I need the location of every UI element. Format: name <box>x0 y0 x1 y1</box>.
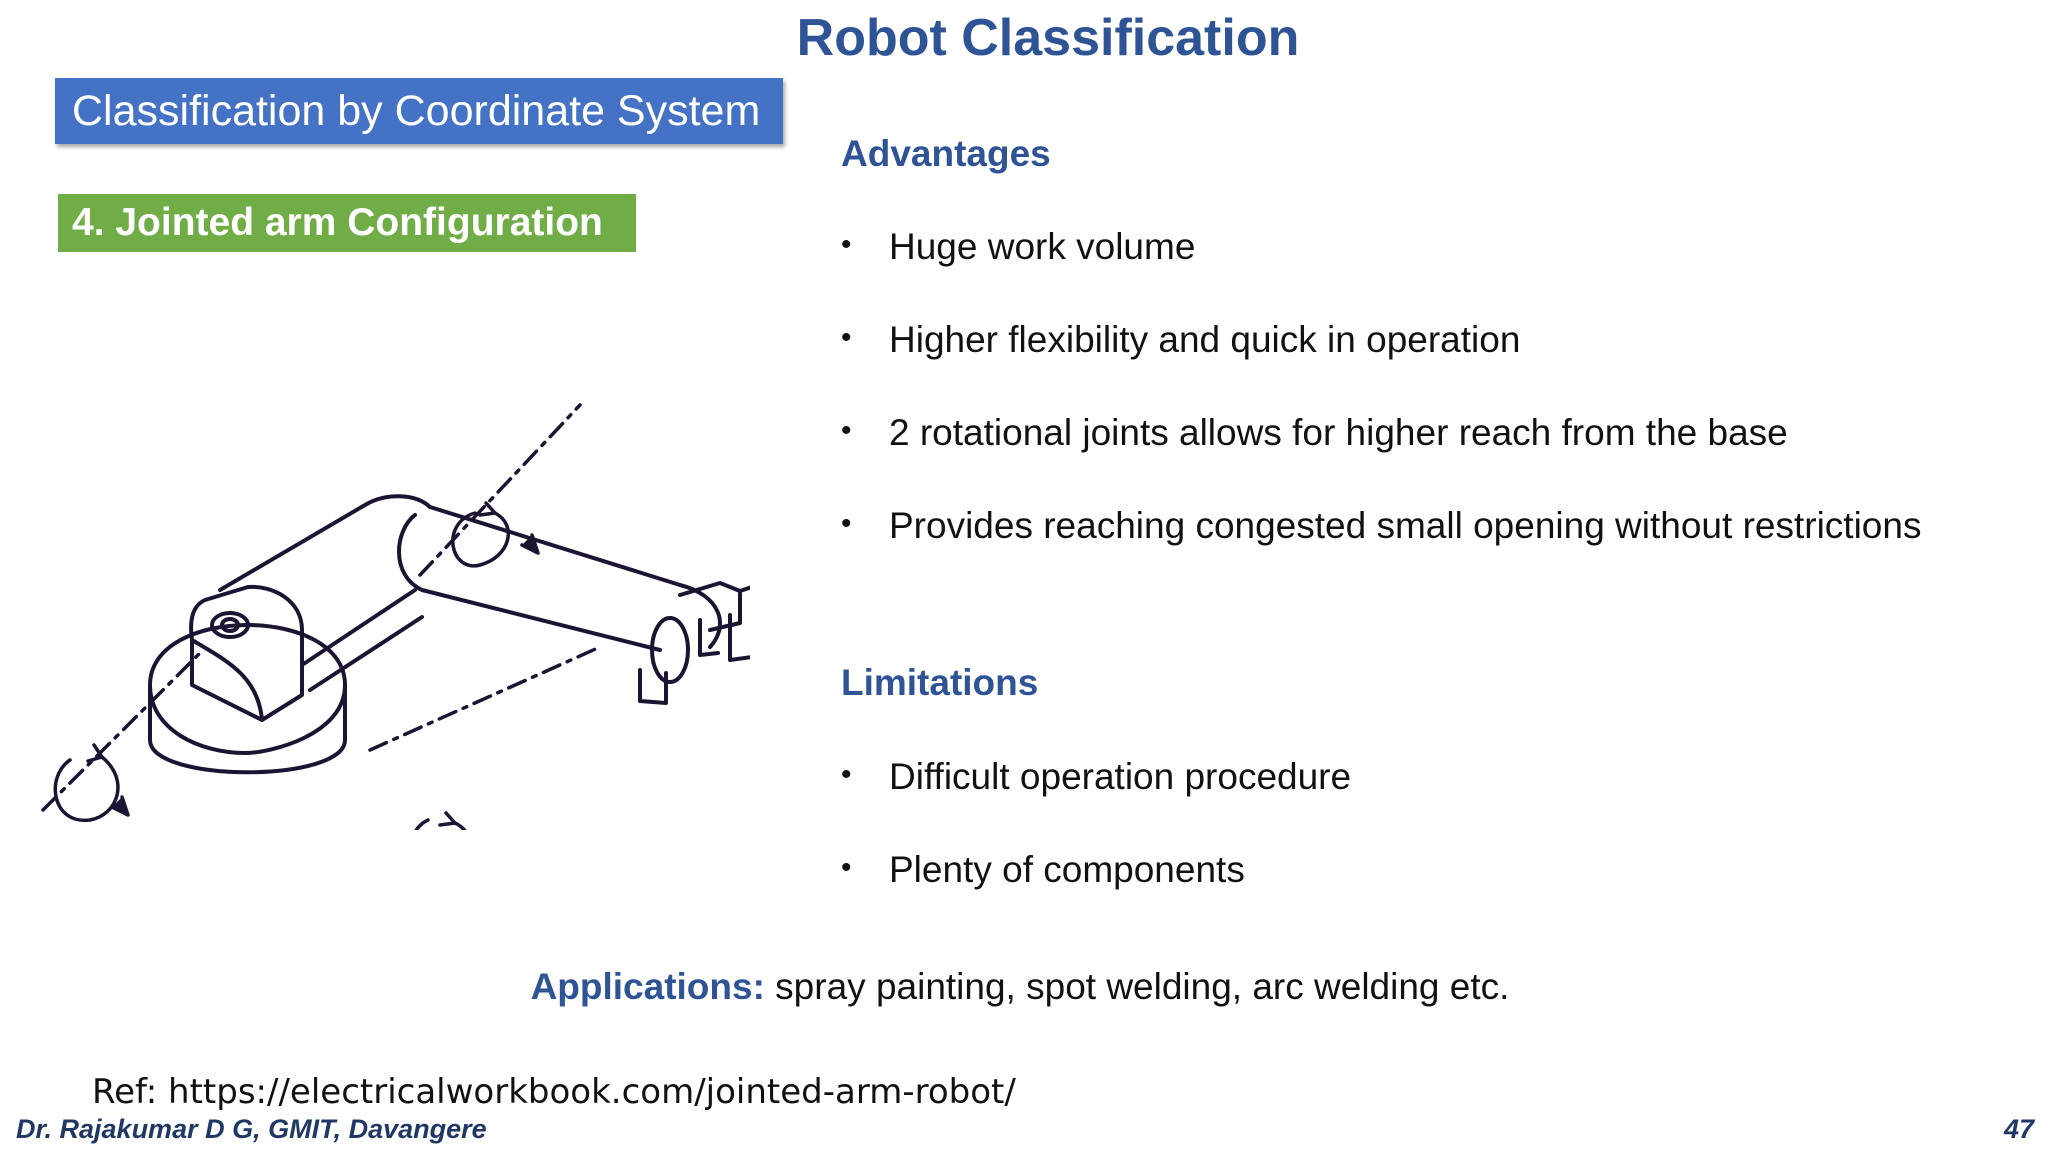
forearm <box>397 505 722 684</box>
limitations-list: Difficult operation procedure Plenty of … <box>841 750 1351 938</box>
advantages-heading: Advantages <box>841 133 1051 174</box>
list-item: Provides reaching congested small openin… <box>841 499 1921 594</box>
limitations-heading: Limitations <box>841 662 1039 703</box>
classification-banner: Classification by Coordinate System <box>55 78 783 144</box>
rotation-arrows <box>53 501 540 830</box>
jointed-arm-robot-figure <box>41 403 750 830</box>
footer-author: Dr. Rajakumar D G, GMIT, Davangere <box>16 1114 487 1144</box>
wrist-gripper <box>638 581 750 705</box>
list-item: Plenty of components <box>841 843 1351 938</box>
robot-base <box>148 623 347 775</box>
slide-title: Robot Classification <box>796 9 1300 67</box>
advantages-list: Huge work volume Higher flexibility and … <box>841 220 1921 594</box>
applications-line: Applications: spray painting, spot weldi… <box>0 966 2040 1008</box>
list-item: Difficult operation procedure <box>841 750 1351 845</box>
applications-text: spray painting, spot welding, arc weldin… <box>764 966 1510 1007</box>
upper-arm <box>218 494 432 692</box>
configuration-label: 4. Jointed arm Configuration <box>58 194 636 252</box>
applications-label: Applications: <box>530 966 765 1007</box>
list-item: 2 rotational joints allows for higher re… <box>841 406 1921 501</box>
list-item: Higher flexibility and quick in operatio… <box>841 313 1921 408</box>
rotation-axes <box>41 403 602 812</box>
shoulder-joint <box>189 584 304 722</box>
list-item: Huge work volume <box>841 220 1921 315</box>
reference-link: Ref: https://electricalworkbook.com/join… <box>92 1072 1016 1112</box>
page-number: 47 <box>2003 1114 2034 1144</box>
